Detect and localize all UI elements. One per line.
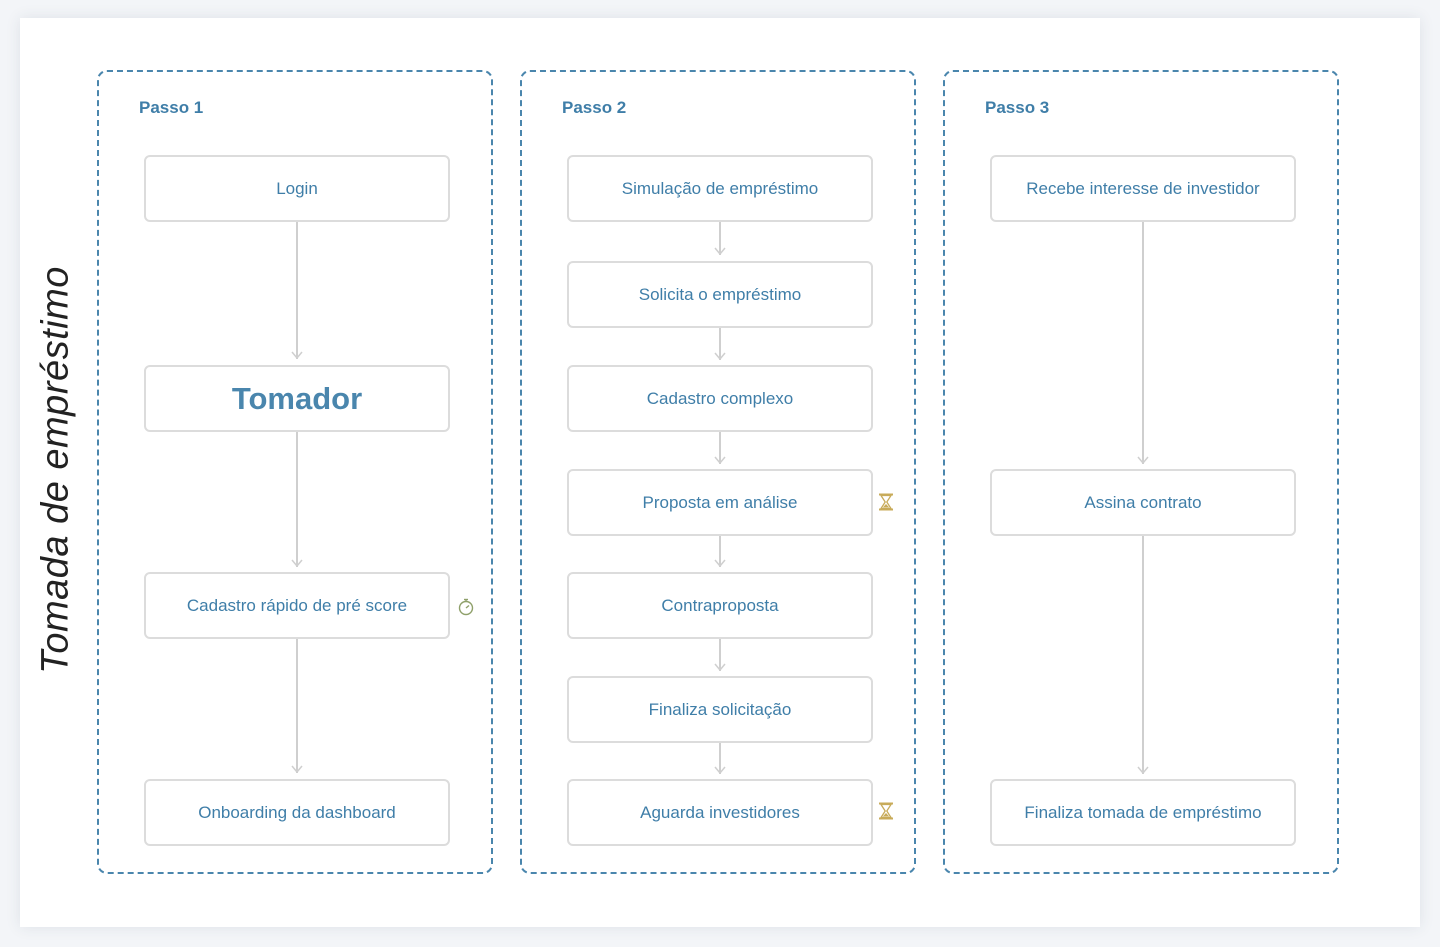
arrow	[714, 743, 726, 774]
arrow	[291, 432, 303, 567]
arrow	[714, 536, 726, 567]
hourglass-icon	[876, 801, 896, 821]
stopwatch-icon	[456, 597, 476, 617]
node-onboarding[interactable]: Onboarding da dashboard	[144, 779, 450, 846]
node-contraproposta[interactable]: Contraproposta	[567, 572, 873, 639]
step-2-label: Passo 2	[562, 98, 627, 117]
node-cadastro-rapido[interactable]: Cadastro rápido de pré score	[144, 572, 450, 639]
arrow	[1137, 536, 1149, 774]
node-proposta[interactable]: Proposta em análise	[567, 469, 873, 536]
arrow	[714, 639, 726, 671]
arrow	[714, 222, 726, 255]
arrow	[1137, 222, 1149, 464]
arrow	[714, 328, 726, 360]
node-solicita[interactable]: Solicita o empréstimo	[567, 261, 873, 328]
node-tomador[interactable]: Tomador	[144, 365, 450, 432]
step-2-container: Passo 2	[520, 70, 916, 874]
node-simulacao[interactable]: Simulação de empréstimo	[567, 155, 873, 222]
node-recebe-interesse[interactable]: Recebe interesse de investidor	[990, 155, 1296, 222]
arrow	[291, 639, 303, 773]
step-1-label: Passo 1	[139, 98, 204, 117]
step-3-label: Passo 3	[985, 98, 1050, 117]
node-assina-contrato[interactable]: Assina contrato	[990, 469, 1296, 536]
node-cadastro-complexo[interactable]: Cadastro complexo	[567, 365, 873, 432]
step-3-container: Passo 3	[943, 70, 1339, 874]
node-aguarda[interactable]: Aguarda investidores	[567, 779, 873, 846]
arrow	[714, 432, 726, 464]
hourglass-icon	[876, 492, 896, 512]
diagram-title: Tomada de empréstimo	[34, 266, 77, 674]
node-finaliza-tomada[interactable]: Finaliza tomada de empréstimo	[990, 779, 1296, 846]
step-1-container: Passo 1	[97, 70, 493, 874]
arrow	[291, 222, 303, 359]
node-login[interactable]: Login	[144, 155, 450, 222]
node-finaliza-solicitacao[interactable]: Finaliza solicitação	[567, 676, 873, 743]
